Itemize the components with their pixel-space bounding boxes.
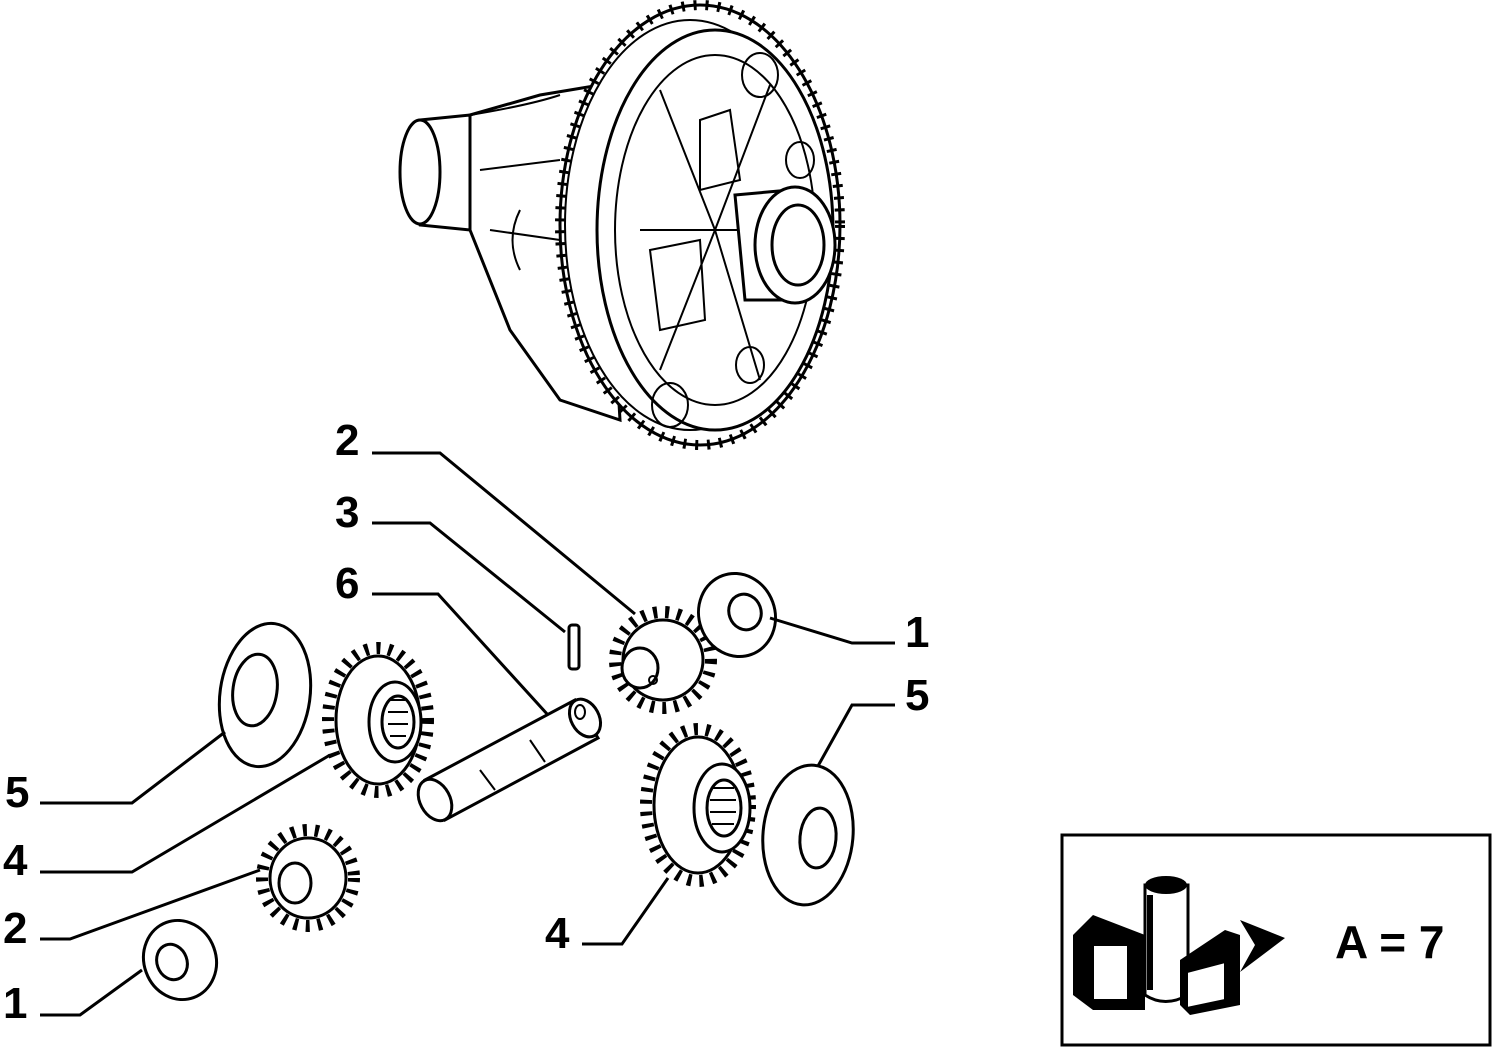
callout-5-right: 5	[905, 671, 929, 720]
callout-1-left: 1	[3, 979, 27, 1028]
callout-1-right: 1	[905, 608, 929, 657]
callout-6: 6	[335, 559, 359, 608]
callout-4-bottom: 4	[545, 909, 570, 958]
pinion-shaft	[416, 697, 603, 823]
callout-4-left: 4	[3, 836, 28, 885]
side-gear-left	[322, 642, 434, 798]
callout-3: 3	[335, 488, 359, 537]
pinion-gear-left	[256, 824, 360, 932]
callout-2-top: 2	[335, 416, 359, 465]
callout-labels: 2 3 6 1 5 5 4 2 1 4	[3, 416, 929, 1028]
thrust-washer-small-right	[697, 571, 777, 659]
thrust-washer-right	[761, 763, 855, 907]
side-gear-right	[640, 723, 756, 887]
callout-2-left: 2	[3, 904, 27, 953]
callout-5-left: 5	[5, 768, 29, 817]
thrust-washer-left	[217, 621, 313, 769]
kit-quantity-text: A = 7	[1335, 916, 1445, 968]
leader-lines	[40, 451, 895, 1017]
parts-kit-icon	[1073, 876, 1285, 1015]
differential-housing	[398, 0, 845, 450]
pinion-gear-top	[609, 606, 717, 714]
roll-pin	[567, 623, 581, 671]
thrust-washer-small-left	[142, 918, 218, 1002]
kit-box: A = 7	[1060, 833, 1492, 1047]
